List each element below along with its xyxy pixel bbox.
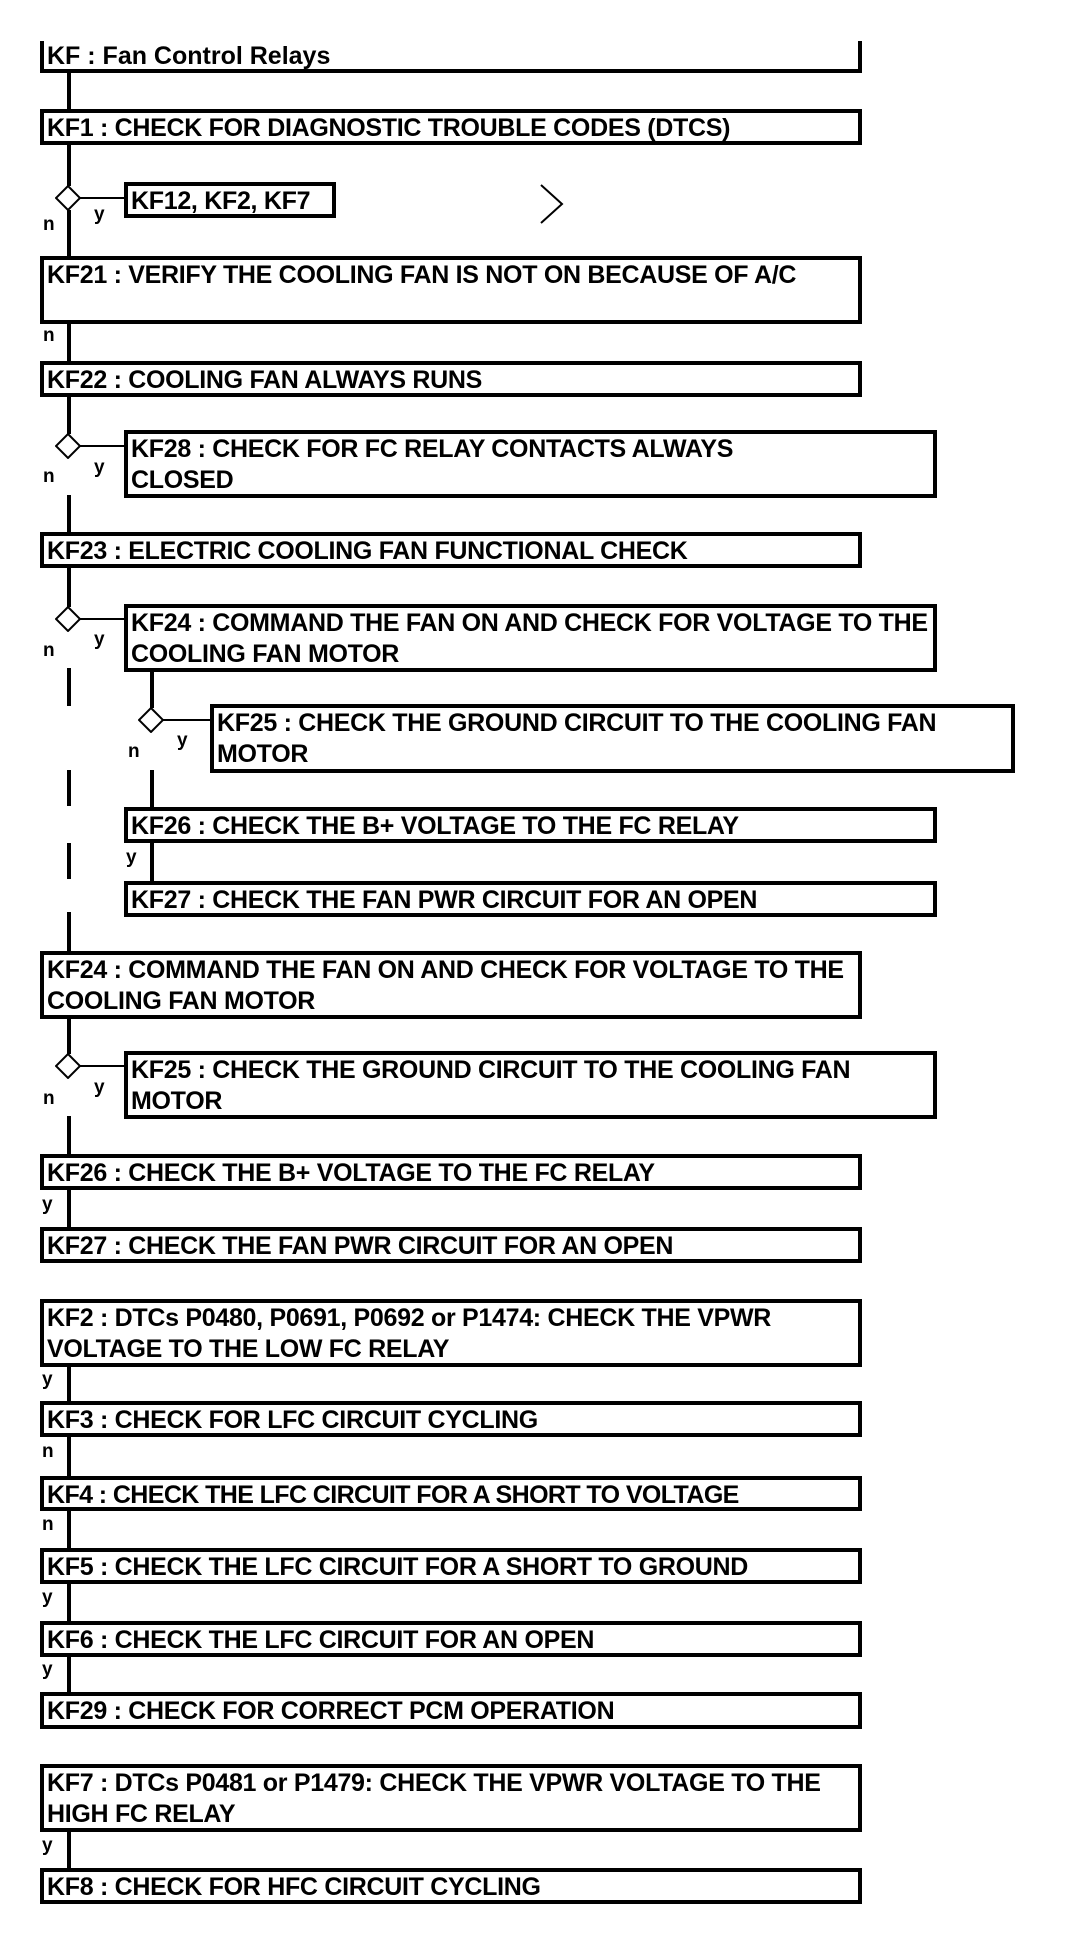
step-kf26-nested[interactable]: KF26 : CHECK THE B+ VOLTAGE TO THE FC RE…: [124, 807, 937, 843]
connector-line: [67, 1831, 71, 1868]
step-kf27[interactable]: KF27 : CHECK THE FAN PWR CIRCUIT FOR AN …: [40, 1227, 862, 1263]
connector-line-dashed: [67, 770, 71, 806]
connector-line-dashed: [150, 770, 154, 807]
no-label: n: [42, 1441, 54, 1462]
connector-line-dashed: [67, 843, 71, 879]
connector-line: [67, 1018, 71, 1054]
no-label: n: [42, 1514, 54, 1535]
yes-label: y: [42, 1835, 53, 1856]
no-label: n: [43, 466, 55, 487]
connector-line: [150, 672, 154, 708]
decision-diamond-icon: [55, 185, 81, 211]
yes-label: y: [94, 1077, 105, 1098]
no-label: n: [43, 640, 55, 661]
decision-diamond-icon: [55, 433, 81, 459]
step-kf22[interactable]: KF22 : COOLING FAN ALWAYS RUNS: [40, 361, 862, 397]
step-kf4[interactable]: KF4 : CHECK THE LFC CIRCUIT FOR A SHORT …: [40, 1476, 862, 1511]
yes-label: y: [126, 847, 137, 868]
decision-diamond-icon: [55, 606, 81, 632]
connector-line-dashed: [67, 668, 71, 706]
step-kf25[interactable]: KF25 : CHECK THE GROUND CIRCUIT TO THE C…: [124, 1051, 937, 1119]
step-kf2[interactable]: KF2 : DTCs P0480, P0691, P0692 or P1474:…: [40, 1299, 862, 1367]
connector-line: [67, 1437, 71, 1476]
step-kf26[interactable]: KF26 : CHECK THE B+ VOLTAGE TO THE FC RE…: [40, 1154, 862, 1190]
step-kf23[interactable]: KF23 : ELECTRIC COOLING FAN FUNCTIONAL C…: [40, 532, 862, 568]
connector-line: [67, 73, 71, 109]
no-label: n: [43, 1088, 55, 1109]
yes-label: y: [42, 1659, 53, 1680]
no-label: n: [43, 325, 55, 346]
decision-diamond-icon: [55, 1053, 81, 1079]
decision-diamond-icon: [138, 707, 164, 733]
step-kf6[interactable]: KF6 : CHECK THE LFC CIRCUIT FOR AN OPEN: [40, 1621, 862, 1657]
step-kf21[interactable]: KF21 : VERIFY THE COOLING FAN IS NOT ON …: [40, 256, 862, 324]
flowchart-title: KF : Fan Control Relays: [40, 41, 862, 73]
yes-label: y: [42, 1369, 53, 1390]
step-kf8[interactable]: KF8 : CHECK FOR HFC CIRCUIT CYCLING: [40, 1868, 862, 1904]
step-kf3[interactable]: KF3 : CHECK FOR LFC CIRCUIT CYCLING: [40, 1401, 862, 1437]
step-kf24[interactable]: KF24 : COMMAND THE FAN ON AND CHECK FOR …: [40, 951, 862, 1019]
connector-line: [80, 197, 124, 199]
connector-line: [80, 445, 124, 447]
connector-line: [67, 1583, 71, 1621]
connector-line: [67, 567, 71, 607]
step-kf5[interactable]: KF5 : CHECK THE LFC CIRCUIT FOR A SHORT …: [40, 1548, 862, 1584]
step-kf7[interactable]: KF7 : DTCs P0481 or P1479: CHECK THE VPW…: [40, 1764, 862, 1832]
connector-line: [67, 1510, 71, 1548]
connector-line: [80, 618, 124, 620]
yes-label: y: [94, 457, 105, 478]
connector-line: [67, 323, 71, 361]
connector-line: [67, 1190, 71, 1227]
connector-line: [67, 495, 71, 532]
no-label: n: [128, 741, 140, 762]
yes-label: y: [94, 629, 105, 650]
yes-label: y: [42, 1587, 53, 1608]
connector-line: [67, 1656, 71, 1692]
connector-line: [67, 1366, 71, 1401]
yes-label: y: [94, 204, 105, 225]
connector-line: [163, 719, 210, 721]
step-kf25-nested[interactable]: KF25 : CHECK THE GROUND CIRCUIT TO THE C…: [210, 704, 1015, 773]
step-kf27-nested[interactable]: KF27 : CHECK THE FAN PWR CIRCUIT FOR AN …: [124, 881, 937, 917]
connector-line: [67, 144, 71, 186]
connector-line: [67, 912, 71, 951]
step-kf1-branch[interactable]: KF12, KF2, KF7: [124, 182, 336, 218]
chevron-right-icon: [540, 184, 564, 224]
connector-line: [80, 1065, 124, 1067]
step-kf29[interactable]: KF29 : CHECK FOR CORRECT PCM OPERATION: [40, 1692, 862, 1729]
yes-label: y: [42, 1194, 53, 1215]
connector-line: [67, 396, 71, 434]
no-label: n: [43, 214, 55, 235]
connector-line: [67, 1116, 71, 1154]
step-kf24-nested[interactable]: KF24 : COMMAND THE FAN ON AND CHECK FOR …: [124, 604, 937, 672]
step-kf1[interactable]: KF1 : CHECK FOR DIAGNOSTIC TROUBLE CODES…: [40, 109, 862, 145]
connector-line: [150, 843, 154, 881]
yes-label: y: [177, 730, 188, 751]
step-kf28[interactable]: KF28 : CHECK FOR FC RELAY CONTACTS ALWAY…: [124, 430, 937, 498]
connector-line: [67, 210, 71, 256]
